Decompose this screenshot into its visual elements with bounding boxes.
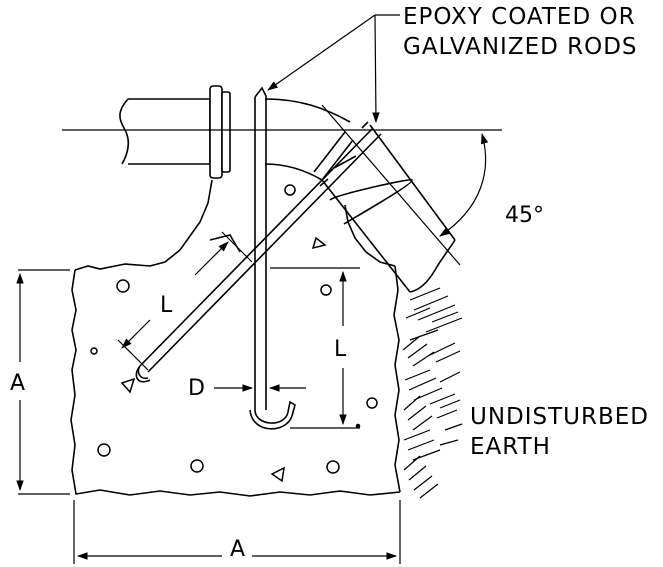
width-label-vertical: A — [10, 371, 25, 396]
rod-leaders — [267, 14, 400, 124]
rods-label-line2: GALVANIZED RODS — [403, 34, 638, 60]
earth-hatching — [402, 287, 463, 499]
anchor-rods — [135, 86, 413, 430]
earth-label-line1: UNDISTURBED — [470, 404, 649, 430]
dimensions — [16, 132, 489, 564]
earth-label-line2: EARTH — [470, 434, 551, 460]
reference-lines — [62, 104, 502, 266]
concrete-aggregate-marks — [90, 184, 378, 483]
length-label-diagonal: L — [160, 293, 173, 318]
concrete-block — [70, 179, 401, 497]
length-label-vertical: L — [334, 337, 347, 362]
angle-label: 45° — [505, 203, 544, 228]
diameter-label: D — [188, 376, 205, 401]
width-label-horizontal: A — [230, 537, 245, 562]
pipe-bend — [119, 85, 456, 293]
rods-label-line1: EPOXY COATED OR — [403, 4, 636, 30]
